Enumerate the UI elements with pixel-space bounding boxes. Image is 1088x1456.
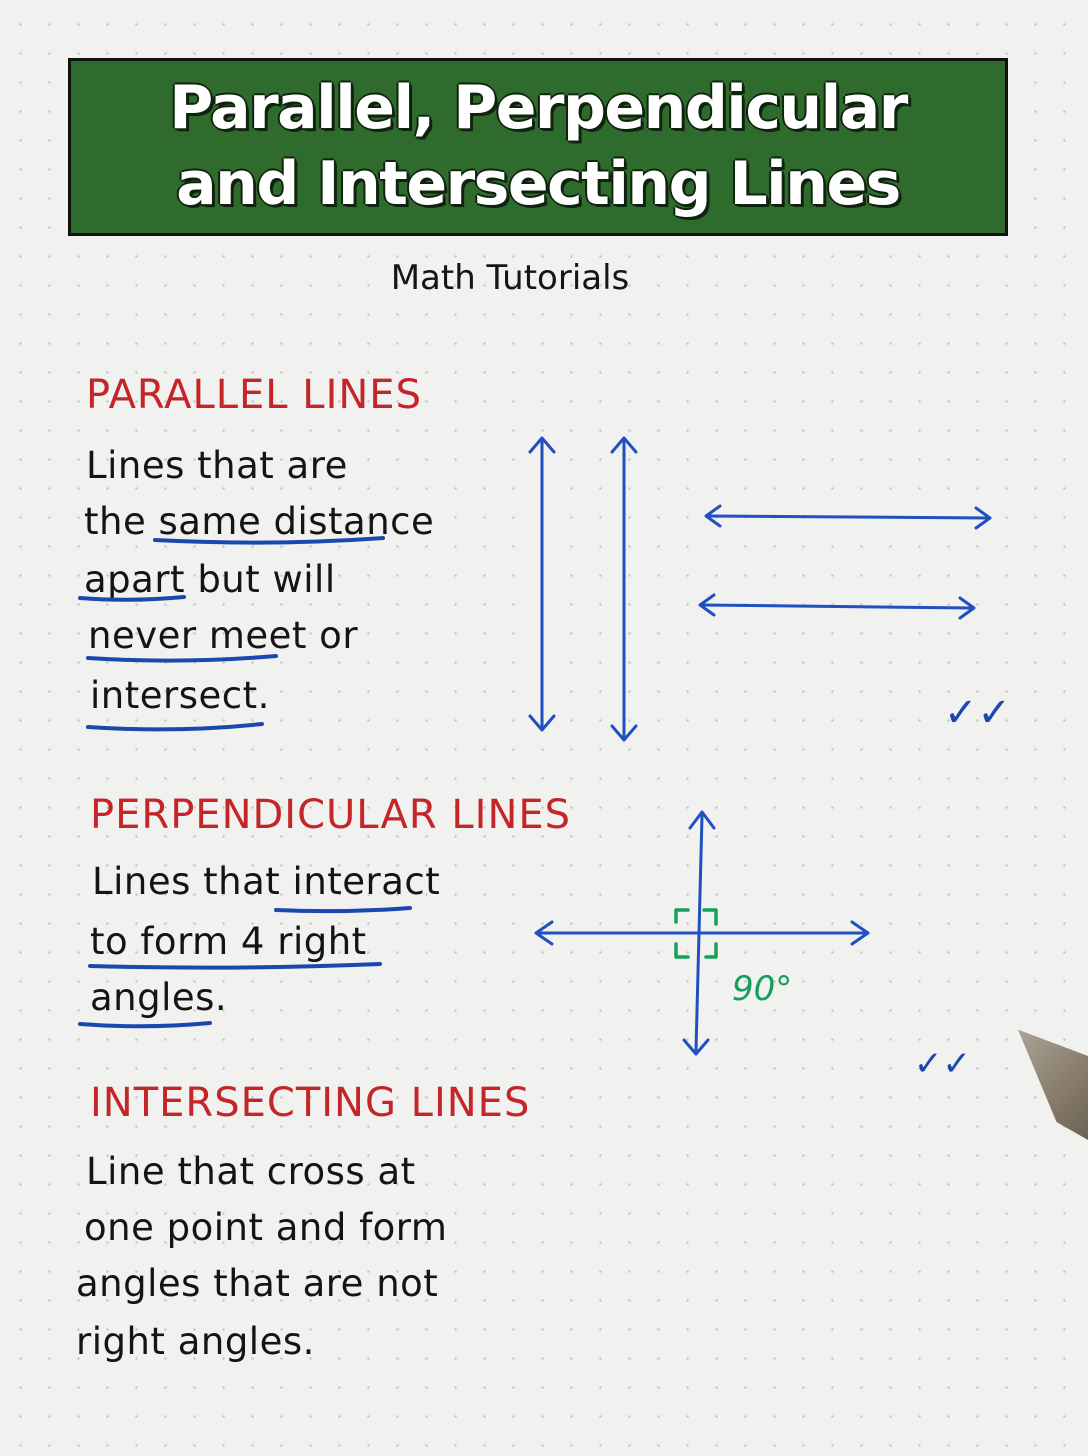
parallel-text-line-3: apart but will [84,558,336,601]
title-line-1: Parallel, Perpendicular [169,73,908,143]
intersecting-text-line-2: one point and form [84,1206,448,1249]
perpendicular-text-line-3: angles. [90,976,228,1019]
parallel-text-line-2: the same distance [84,500,435,543]
underline-apart [78,595,186,602]
underline-never-meet [86,654,278,663]
parallel-horizontal-line-1 [708,514,990,520]
perpendicular-text-line-2: to form 4 right [90,920,367,963]
parallel-text-line-5: intersect. [90,674,270,717]
underline-intersect [86,722,264,732]
intersecting-text-line-4: right angles. [76,1320,315,1363]
angle-label-90: 90° [732,969,792,1009]
underline-same-distance [153,536,385,545]
right-angle-markers [674,908,718,959]
title-banner: Parallel, Perpendicular and Intersecting… [68,58,1008,236]
perpendicular-text-line-1: Lines that interact [92,860,441,903]
parallel-horizontal-line-2 [700,603,974,610]
parallel-check-mark: ✓✓ [944,690,1012,736]
parallel-text-line-1: Lines that are [86,444,348,487]
intersecting-heading: INTERSECTING LINES [90,1080,531,1126]
parallel-heading: PARALLEL LINES [86,372,422,418]
subtitle: Math Tutorials [390,258,630,298]
perpendicular-check-mark: ✓✓ [914,1044,971,1084]
intersecting-text-line-3: angles that are not [76,1262,439,1305]
underline-interact [274,906,412,914]
title-line-2: and Intersecting Lines [176,149,901,219]
parallel-text-line-4: never meet or [88,614,359,657]
underline-to-form [88,962,382,970]
intersecting-text-line-1: Line that cross at [86,1150,416,1193]
underline-angles [78,1021,212,1029]
perpendicular-heading: PERPENDICULAR LINES [90,792,572,838]
